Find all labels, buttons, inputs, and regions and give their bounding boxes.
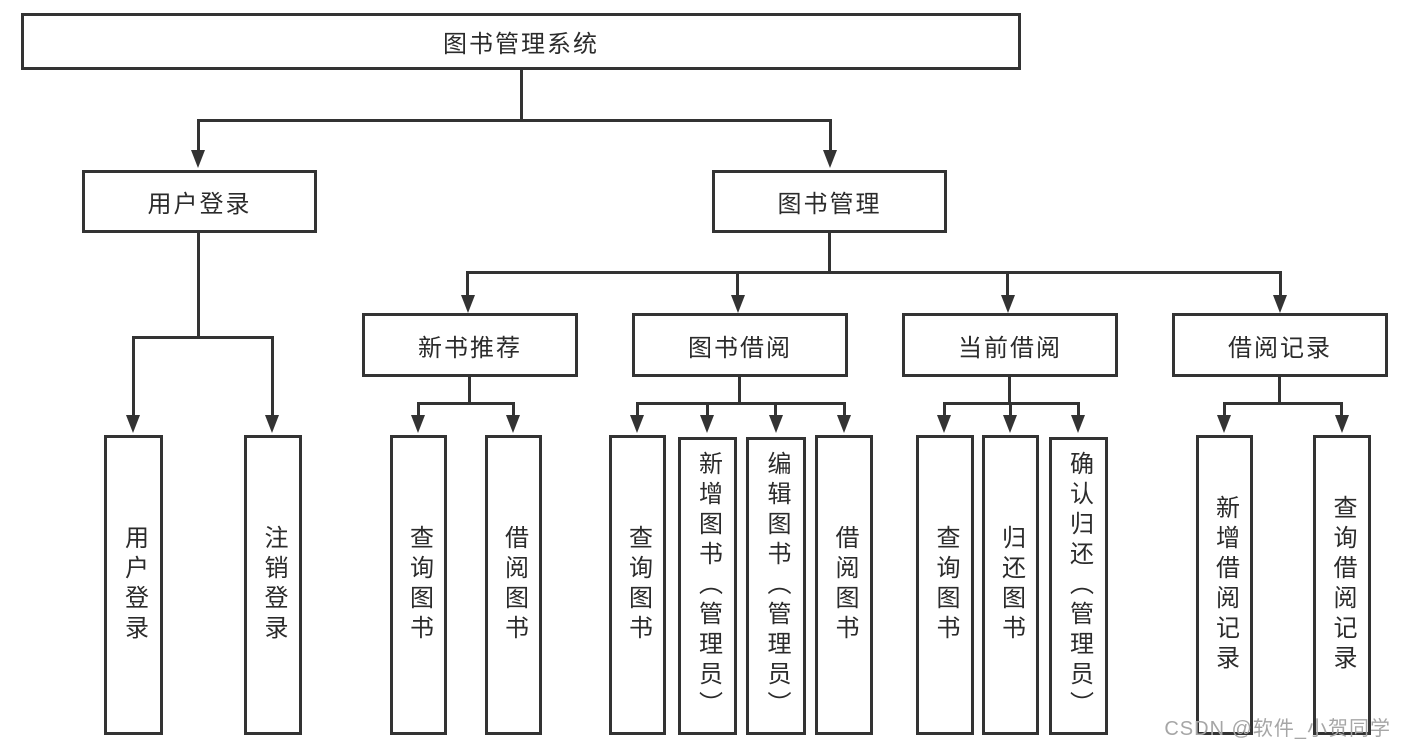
node-current-borrow-label: 当前借阅 bbox=[958, 334, 1062, 362]
leaf-nbr-query-book-label: 查询图书 bbox=[405, 525, 433, 645]
leaf-bb-borrow-book-label: 借阅图书 bbox=[831, 525, 858, 645]
leaf-user-login: 用户登录 bbox=[104, 435, 163, 735]
connector-l3-stem-1 bbox=[466, 271, 469, 297]
leaf-br-add-record: 新增借阅记录 bbox=[1196, 435, 1253, 735]
connector-l3-stem-4 bbox=[1279, 271, 1282, 297]
arrow-down-icon bbox=[1273, 295, 1287, 313]
node-user-login: 用户登录 bbox=[82, 170, 317, 233]
leaf-logout: 注销登录 bbox=[244, 435, 302, 735]
leaf-nbr-query-book: 查询图书 bbox=[390, 435, 447, 735]
leaf-bb-edit-book-admin: 编辑图书（管理员） bbox=[746, 437, 806, 735]
leaf-cb-query-book-label: 查询图书 bbox=[932, 525, 959, 645]
node-book-borrow-label: 图书借阅 bbox=[688, 334, 792, 362]
node-borrow-record: 借阅记录 bbox=[1172, 313, 1388, 377]
leaf-bb-add-book-admin: 新增图书（管理员） bbox=[678, 437, 737, 735]
connector-ul-leaf2-stem bbox=[271, 336, 274, 417]
connector-l3-stem-3 bbox=[1006, 271, 1009, 297]
connector-user-login-stem bbox=[197, 119, 200, 152]
node-book-management-label: 图书管理 bbox=[777, 191, 882, 218]
leaf-bb-borrow-book: 借阅图书 bbox=[815, 435, 873, 735]
connector-nbr-bar bbox=[417, 402, 515, 405]
connector-ul-leaf1-stem bbox=[132, 336, 135, 417]
connector-br-down bbox=[1278, 377, 1281, 404]
connector-br-leaf2-stem bbox=[1340, 402, 1343, 417]
node-borrow-record-label: 借阅记录 bbox=[1228, 334, 1332, 362]
connector-bb-leaf3-stem bbox=[774, 402, 777, 417]
leaf-br-add-record-label: 新增借阅记录 bbox=[1211, 495, 1239, 675]
connector-cb-leaf3-stem bbox=[1077, 402, 1080, 417]
node-new-book-recommend-label: 新书推荐 bbox=[418, 334, 522, 362]
arrow-down-icon bbox=[126, 415, 140, 433]
leaf-cb-query-book: 查询图书 bbox=[916, 435, 974, 735]
arrow-down-icon bbox=[461, 295, 475, 313]
leaf-cb-confirm-return-admin-label: 确认归还（管理员） bbox=[1065, 451, 1093, 721]
connector-ul-bar bbox=[132, 336, 274, 339]
arrow-down-icon bbox=[1217, 415, 1231, 433]
connector-br-leaf1-stem bbox=[1223, 402, 1226, 417]
leaf-nbr-borrow-book: 借阅图书 bbox=[485, 435, 542, 735]
leaf-cb-confirm-return-admin: 确认归还（管理员） bbox=[1049, 437, 1108, 735]
arrow-down-icon bbox=[837, 415, 851, 433]
arrow-down-icon bbox=[630, 415, 644, 433]
leaf-bb-query-book: 查询图书 bbox=[609, 435, 666, 735]
node-book-borrow: 图书借阅 bbox=[632, 313, 848, 377]
connector-nbr-leaf2-stem bbox=[512, 402, 515, 417]
connector-nbr-leaf1-stem bbox=[417, 402, 420, 417]
arrow-down-icon bbox=[700, 415, 714, 433]
connector-bb-leaf4-stem bbox=[843, 402, 846, 417]
arrow-down-icon bbox=[1001, 295, 1015, 313]
arrow-down-icon bbox=[411, 415, 425, 433]
node-user-login-label: 用户登录 bbox=[147, 191, 252, 218]
leaf-user-login-label: 用户登录 bbox=[120, 525, 148, 645]
arrow-down-icon bbox=[1003, 415, 1017, 433]
connector-level3-bar bbox=[466, 271, 1282, 274]
csdn-watermark: CSDN @软件_小贺同学 bbox=[1164, 718, 1391, 740]
leaf-br-query-record-label: 查询借阅记录 bbox=[1329, 495, 1356, 675]
connector-bb-leaf1-stem bbox=[636, 402, 639, 417]
node-current-borrow: 当前借阅 bbox=[902, 313, 1118, 377]
connector-cb-leaf2-stem bbox=[1009, 402, 1012, 417]
arrow-down-icon bbox=[823, 150, 837, 168]
arrow-down-icon bbox=[1071, 415, 1085, 433]
node-root-label: 图书管理系统 bbox=[443, 31, 599, 58]
arrow-down-icon bbox=[1335, 415, 1349, 433]
connector-book-mgmt-stem bbox=[829, 119, 832, 152]
connector-nbr-down bbox=[468, 377, 471, 404]
connector-root-stem bbox=[520, 70, 523, 121]
leaf-cb-return-book-label: 归还图书 bbox=[997, 525, 1025, 645]
arrow-down-icon bbox=[731, 295, 745, 313]
arrow-down-icon bbox=[191, 150, 205, 168]
connector-cb-down bbox=[1008, 377, 1011, 404]
connector-cb-leaf1-stem bbox=[943, 402, 946, 417]
leaf-cb-return-book: 归还图书 bbox=[982, 435, 1039, 735]
leaf-logout-label: 注销登录 bbox=[260, 525, 287, 645]
connector-ul-down bbox=[197, 233, 200, 339]
node-new-book-recommend: 新书推荐 bbox=[362, 313, 578, 377]
connector-bb-down bbox=[738, 377, 741, 404]
node-root: 图书管理系统 bbox=[21, 13, 1021, 70]
arrow-down-icon bbox=[937, 415, 951, 433]
arrow-down-icon bbox=[506, 415, 520, 433]
connector-level2-bar bbox=[197, 119, 832, 122]
leaf-bb-add-book-admin-label: 新增图书（管理员） bbox=[694, 451, 722, 721]
leaf-br-query-record: 查询借阅记录 bbox=[1313, 435, 1371, 735]
leaf-bb-edit-book-admin-label: 编辑图书（管理员） bbox=[763, 451, 790, 721]
connector-bb-bar bbox=[636, 402, 846, 405]
arrow-down-icon bbox=[265, 415, 279, 433]
leaf-nbr-borrow-book-label: 借阅图书 bbox=[500, 525, 528, 645]
connector-bb-leaf2-stem bbox=[706, 402, 709, 417]
connector-br-bar bbox=[1223, 402, 1343, 405]
connector-bm-down bbox=[828, 233, 831, 274]
leaf-bb-query-book-label: 查询图书 bbox=[624, 525, 652, 645]
connector-l3-stem-2 bbox=[736, 271, 739, 297]
node-book-management: 图书管理 bbox=[712, 170, 947, 233]
arrow-down-icon bbox=[769, 415, 783, 433]
